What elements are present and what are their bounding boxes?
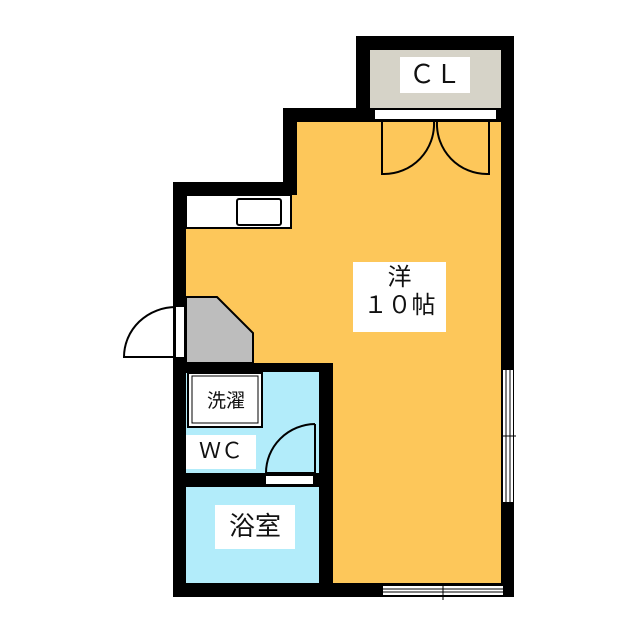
- toilet-label: ＷＣ: [186, 435, 256, 469]
- wc-door-frame: [266, 476, 313, 484]
- entrance-door: [122, 306, 177, 358]
- western-room-floor: [186, 122, 501, 583]
- western-room-size: １０帖: [363, 290, 436, 319]
- closet-door-right: [435, 121, 490, 175]
- wet-top-wall: [173, 363, 261, 373]
- western-room-label: 洋 １０帖: [353, 262, 446, 332]
- entrance-door-frame: [176, 307, 184, 357]
- closet-label: ＣＬ: [400, 57, 470, 93]
- closet-door-track: [375, 110, 496, 119]
- western-room-type: 洋: [387, 263, 412, 291]
- closet-door-left: [381, 121, 436, 175]
- wc-door: [264, 423, 316, 474]
- right-window: [501, 370, 516, 502]
- kitchen-sink: [236, 198, 282, 226]
- entrance-floor: [185, 296, 254, 364]
- laundry-label: 洗濯: [198, 388, 254, 414]
- bath-label: 浴室: [215, 505, 295, 549]
- bottom-window: [383, 583, 503, 600]
